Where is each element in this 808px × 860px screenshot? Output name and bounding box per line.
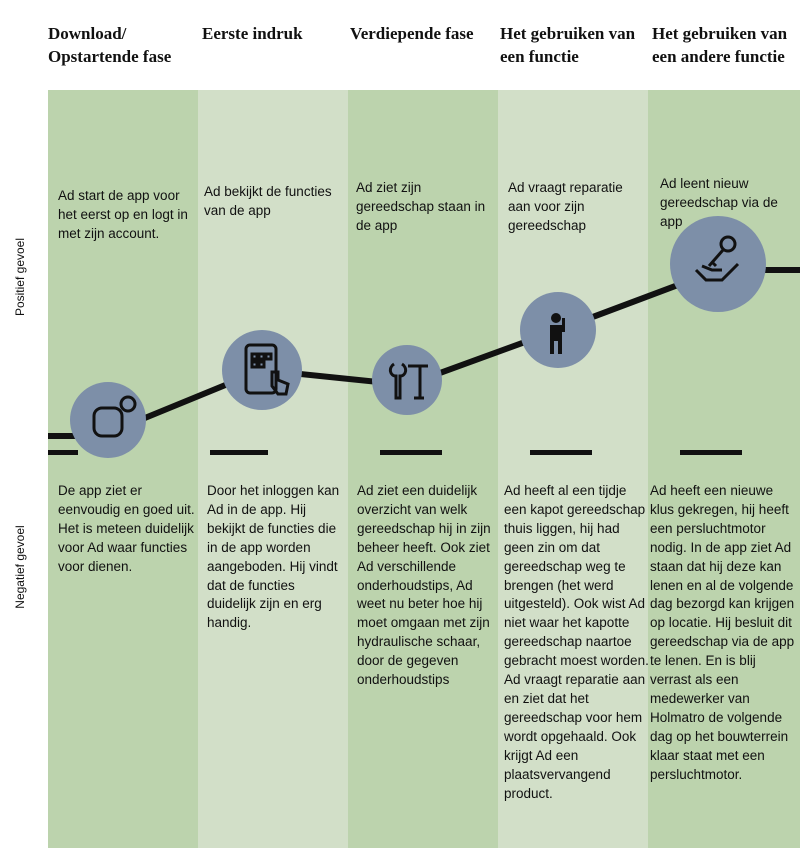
negative-text: Door het inloggen kan Ad in de app. Hij … [207, 483, 340, 631]
tools-icon [388, 362, 428, 400]
hand-key-icon-circle [670, 216, 766, 312]
phase-column-4 [498, 90, 648, 848]
baseline-dash [48, 450, 78, 455]
tablet-touch-icon [244, 343, 290, 396]
phase-title: Eerste indruk [202, 24, 303, 43]
negative-text: Ad heeft al een tijdje een kapot gereeds… [504, 483, 649, 801]
positive-text: Ad vraagt reparatie aan voor zijn gereed… [508, 180, 623, 233]
baseline-dash [680, 450, 742, 455]
phase-column-1 [48, 90, 198, 848]
phase-title: Verdiepende fase [350, 24, 474, 43]
tools-icon-circle [372, 345, 442, 415]
positive-text: Ad ziet zijn gereedschap staan in de app [356, 180, 486, 233]
negative-text: De app ziet er eenvoudig en goed uit. He… [58, 483, 195, 574]
positive-text: Ad bekijkt de functies van de app [204, 184, 332, 218]
repair-worker-icon [550, 313, 565, 354]
baseline-dash [210, 450, 268, 455]
phase-column-2 [198, 90, 348, 848]
phase-column-3 [348, 90, 498, 848]
negative-text: Ad heeft een nieuwe klus gekregen, hij h… [650, 483, 795, 782]
phase-column-5 [648, 90, 800, 848]
tablet-touch-icon-circle [222, 330, 302, 410]
baseline-segment [48, 433, 78, 439]
baseline-dash [380, 450, 442, 455]
baseline-dash [530, 450, 592, 455]
app-icon-circle [70, 382, 146, 458]
phase-title: Het gebruiken van een functie [500, 24, 636, 66]
positive-text: Ad leent nieuw gereedschap via de app [660, 176, 778, 229]
hand-key-icon [694, 235, 740, 282]
positive-text: Ad start de app voor het eerst op en log… [58, 188, 188, 241]
phase-title: Download/ Opstartende fase [48, 24, 172, 66]
negative-text: Ad ziet een duidelijk overzicht van welk… [357, 483, 491, 688]
app-icon [92, 395, 137, 438]
phase-title: Het gebruiken van een andere functie [652, 24, 788, 66]
